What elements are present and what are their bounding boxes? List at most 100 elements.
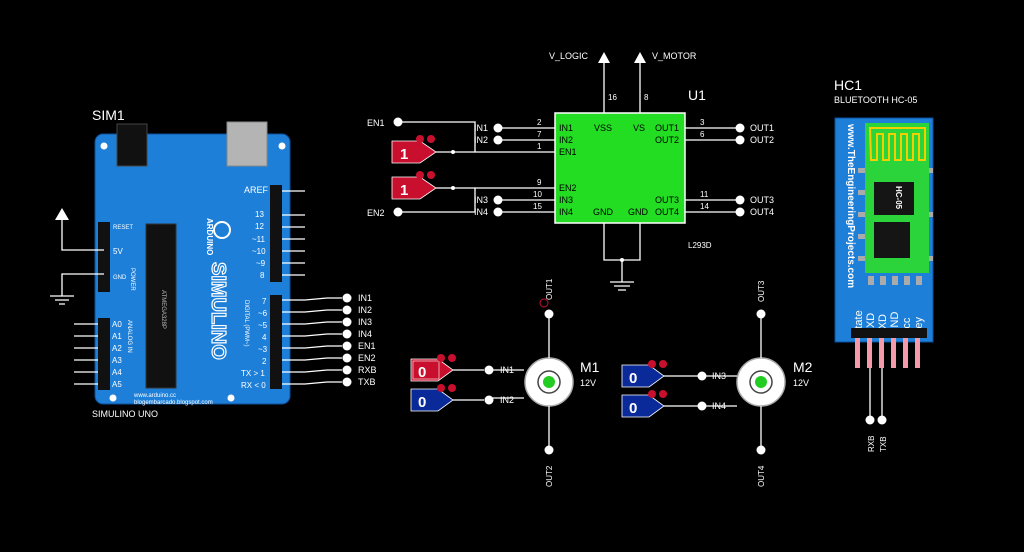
- logic-state-en2[interactable]: 1: [391, 171, 437, 200]
- power-header: [98, 222, 110, 292]
- header-pin: [879, 338, 884, 368]
- m1-motor[interactable]: M1 12V OUT1 OUT2 IN1 IN2: [484, 278, 600, 487]
- top-header: [270, 185, 282, 282]
- power-arrow-icon: [55, 208, 69, 220]
- probe-indicator-icon: [427, 171, 435, 179]
- u1-part-label: L293D: [688, 241, 712, 250]
- terminal[interactable]: [484, 395, 494, 405]
- sim1-board[interactable]: SIM1 ATMEGA328P ARDUINO SIMULINO www.ard…: [92, 107, 291, 419]
- terminal[interactable]: [342, 353, 352, 363]
- terminal[interactable]: [697, 401, 707, 411]
- terminal[interactable]: [342, 377, 352, 387]
- terminal[interactable]: [735, 123, 745, 133]
- pin-7: 7: [262, 297, 267, 306]
- terminal[interactable]: [756, 445, 766, 455]
- v-motor-arrow-icon: [634, 52, 646, 63]
- probe-indicator-icon: [416, 171, 424, 179]
- hc1-name-label: BLUETOOTH HC-05: [834, 95, 917, 105]
- terminal[interactable]: [484, 365, 494, 375]
- terminal[interactable]: [865, 415, 875, 425]
- pad: [858, 190, 865, 195]
- logic-state-m2-b[interactable]: 0: [621, 390, 698, 418]
- u1-gnd2-pin: GND: [628, 207, 649, 217]
- net-label-out1: OUT1: [750, 123, 774, 133]
- logic-state-value: 1: [400, 146, 408, 163]
- terminal[interactable]: [544, 309, 554, 319]
- pin-3: ~3: [258, 345, 268, 354]
- header-pin: [903, 338, 908, 368]
- u1-out1-pin: OUT1: [655, 123, 679, 133]
- u1-driver[interactable]: V_LOGIC V_MOTOR 16 8 U1 IN1 IN2 EN1 EN2 …: [533, 51, 712, 250]
- logic-state-m2-a[interactable]: 0: [621, 360, 698, 388]
- pad: [929, 168, 933, 173]
- pin-num: 3: [700, 118, 705, 127]
- pad: [880, 276, 886, 285]
- terminal[interactable]: [756, 309, 766, 319]
- analog-header: [98, 318, 110, 390]
- terminal[interactable]: [342, 317, 352, 327]
- terminal[interactable]: [493, 207, 503, 217]
- reset-label: RESET: [113, 225, 133, 231]
- terminal[interactable]: [735, 135, 745, 145]
- m2-in-a-label: IN3: [712, 371, 726, 381]
- sim1-name-label: SIMULINO UNO: [92, 409, 158, 419]
- hc1-chip-1: [874, 182, 914, 215]
- m2-voltage-label: 12V: [793, 378, 809, 388]
- v-logic-arrow-icon: [598, 52, 610, 63]
- net-label-rxb: RXB: [358, 365, 377, 375]
- hc1-bluetooth-module[interactable]: HC1 BLUETOOTH HC-05 www.TheEngineeringPr…: [834, 77, 934, 452]
- terminal[interactable]: [493, 123, 503, 133]
- logic-state-value: 0: [418, 364, 426, 381]
- m2-motor[interactable]: M2 12V OUT3 OUT4 IN3 IN4: [697, 280, 813, 487]
- power-label: POWER: [129, 268, 135, 291]
- pin-rx: RX < 0: [241, 381, 266, 390]
- logic-state-value: 0: [629, 370, 637, 387]
- net-label-in3: IN3: [358, 317, 372, 327]
- net-label-in4: IN4: [358, 329, 372, 339]
- pin-5: ~5: [258, 321, 268, 330]
- site-text: www.arduino.cc: [133, 393, 176, 399]
- m2-ref-label: M2: [793, 359, 813, 375]
- logic-state-value: 0: [418, 394, 426, 411]
- sim1-ref-label: SIM1: [92, 107, 125, 123]
- terminal[interactable]: [342, 293, 352, 303]
- terminal[interactable]: [342, 329, 352, 339]
- pin-num: 2: [537, 118, 542, 127]
- hc1-module-label: HC-05: [894, 186, 903, 210]
- logic-state-en1[interactable]: 1: [391, 135, 437, 164]
- logic-state-m1-a[interactable]: 0: [410, 354, 484, 382]
- pad: [904, 276, 910, 285]
- junction: [620, 258, 624, 262]
- pin-tx: TX > 1: [241, 369, 265, 378]
- junction: [451, 150, 455, 154]
- logic-state-m1-b[interactable]: 0: [410, 384, 484, 412]
- terminal[interactable]: [393, 207, 403, 217]
- m2-in-b-label: IN4: [712, 401, 726, 411]
- net-label-txb: TXB: [358, 377, 376, 387]
- terminal[interactable]: [493, 195, 503, 205]
- terminal[interactable]: [393, 117, 403, 127]
- chip-label: ATMEGA328P: [160, 290, 166, 329]
- terminal[interactable]: [342, 365, 352, 375]
- v5-label: 5V: [113, 247, 123, 256]
- pin-6: ~6: [258, 309, 268, 318]
- pad: [868, 276, 874, 285]
- terminal[interactable]: [735, 207, 745, 217]
- terminal[interactable]: [544, 445, 554, 455]
- m2-out-top-label: OUT3: [757, 280, 766, 302]
- terminal[interactable]: [877, 415, 887, 425]
- terminal[interactable]: [735, 195, 745, 205]
- terminal[interactable]: [342, 341, 352, 351]
- net-label-in3: IN3: [474, 195, 488, 205]
- terminal[interactable]: [697, 371, 707, 381]
- net-label-in4: IN4: [474, 207, 488, 217]
- pin-num: 15: [533, 202, 542, 211]
- usb-connector: [226, 121, 268, 167]
- net-label-en1: EN1: [358, 341, 376, 351]
- pin-10: ~10: [252, 247, 266, 256]
- terminal[interactable]: [342, 305, 352, 315]
- pad: [858, 234, 865, 239]
- terminal[interactable]: [493, 135, 503, 145]
- pin-13: 13: [255, 210, 264, 219]
- pad: [892, 276, 898, 285]
